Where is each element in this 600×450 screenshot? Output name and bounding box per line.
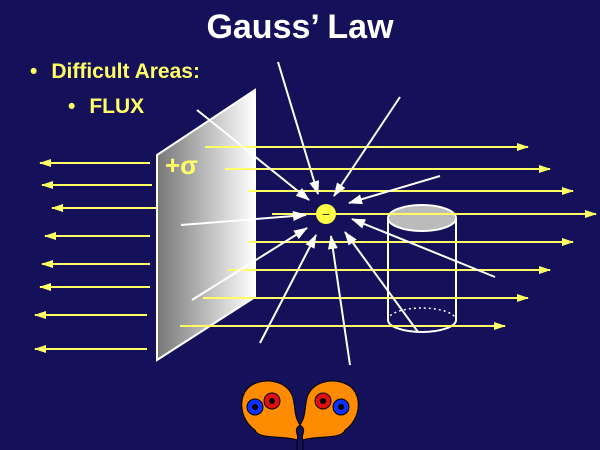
radial-field-lines: [180, 61, 496, 366]
bullet-text: Difficult Areas:: [51, 60, 200, 83]
thinking-heads-icon: [241, 380, 359, 450]
charged-plane: [156, 88, 256, 362]
left-field-lines: [34, 159, 163, 353]
slide-title: Gauss’ Law: [206, 8, 394, 46]
negative-charge: −: [316, 204, 336, 224]
bullet-text: FLUX: [89, 95, 145, 118]
surface-charge-label: +σ: [165, 150, 198, 180]
bullet-flux: •FLUX: [68, 95, 145, 118]
charge-label: −: [322, 206, 330, 222]
bullet-difficult-areas: •Difficult Areas:: [30, 60, 200, 83]
cylinder-gaussian-surface: [387, 204, 457, 333]
